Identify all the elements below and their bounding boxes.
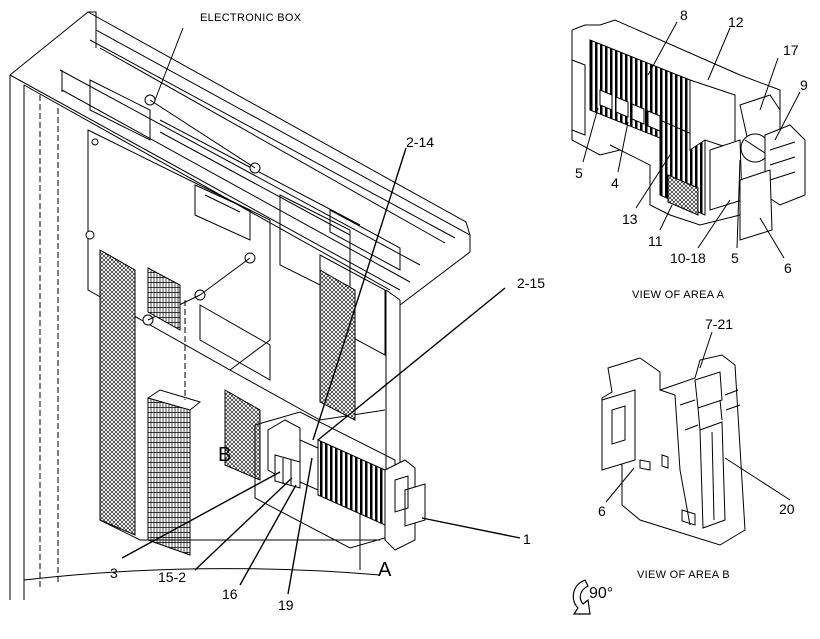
callout-a-6: 6 xyxy=(784,260,792,276)
callout-1: 1 xyxy=(523,531,531,547)
callout-b-20: 20 xyxy=(779,501,795,517)
callout-2-14: 2-14 xyxy=(406,134,434,150)
callout-a-17: 17 xyxy=(783,42,799,58)
area-marker-b: B xyxy=(218,444,231,466)
callout-a-13: 13 xyxy=(622,211,638,227)
callout-15-2: 15-2 xyxy=(158,569,186,585)
electronic-box-drawing xyxy=(9,11,471,600)
callout-a-4: 4 xyxy=(611,175,619,191)
rotation-label: 90° xyxy=(589,585,613,602)
callout-a-12: 12 xyxy=(728,14,744,30)
callout-a-5-right: 5 xyxy=(731,250,739,266)
callout-3: 3 xyxy=(110,565,118,581)
callout-b-7-21: 7-21 xyxy=(705,316,733,332)
view-of-area-a-drawing xyxy=(571,19,806,241)
callout-a-10-18: 10-18 xyxy=(670,250,706,266)
callout-16: 16 xyxy=(222,586,238,602)
callout-a-5-left: 5 xyxy=(575,165,583,181)
view-a-caption: VIEW OF AREA A xyxy=(632,289,725,301)
callout-a-9: 9 xyxy=(800,77,808,93)
diagram-title: ELECTRONIC BOX xyxy=(200,12,302,24)
rotate-arrow-icon xyxy=(572,579,591,615)
area-marker-a: A xyxy=(378,559,392,581)
callout-a-11: 11 xyxy=(648,233,663,249)
callout-a-8: 8 xyxy=(680,7,688,23)
leader-lines xyxy=(121,21,801,595)
view-b-caption: VIEW OF AREA B xyxy=(637,569,730,581)
callout-b-6: 6 xyxy=(598,503,606,519)
callout-2-15: 2-15 xyxy=(517,275,545,291)
view-of-area-b-drawing xyxy=(601,354,746,546)
callout-19: 19 xyxy=(278,597,294,613)
